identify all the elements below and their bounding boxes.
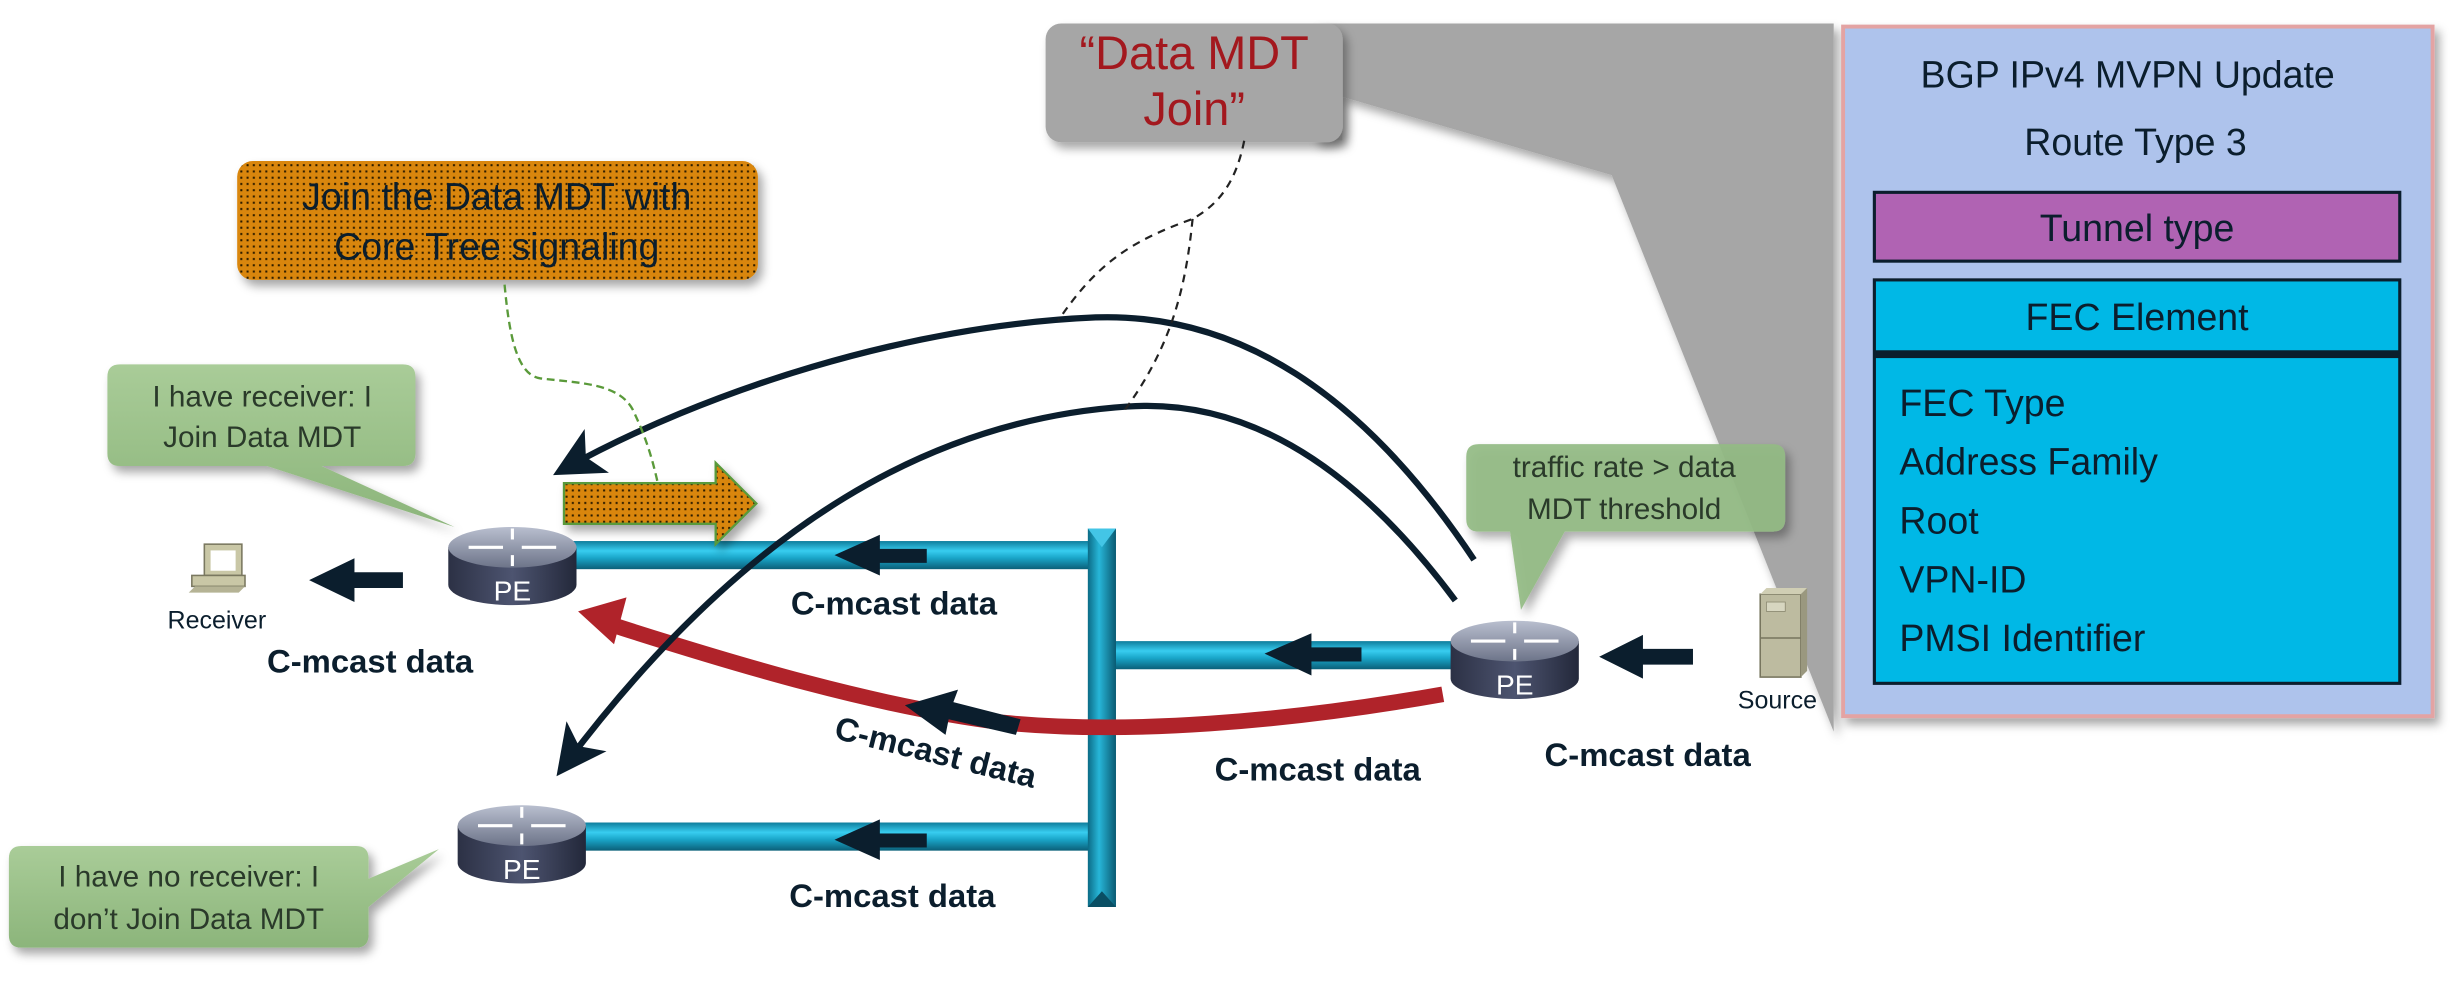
- fec-element-box: [1872, 278, 2402, 685]
- no-receiver-line2: don’t Join Data MDT: [53, 903, 324, 936]
- cmcast-label-top-pipe: C-mcast data: [791, 585, 998, 622]
- fec-item: VPN-ID: [1899, 558, 2026, 600]
- cmcast-label-receiver-side: C-mcast data: [267, 642, 474, 679]
- gray-callout-connector: [1314, 23, 1834, 732]
- red-data-mdt-arc: [611, 618, 1445, 736]
- router-arrows-icon: [1470, 622, 1559, 660]
- dashed-connector-data-mdt-2: [1122, 218, 1194, 412]
- pe-router-no-receiver[interactable]: PE: [457, 805, 586, 885]
- data-mdt-join-box: [1045, 23, 1343, 143]
- pipe-bottom: [563, 822, 1096, 851]
- fec-divider: [1874, 350, 2400, 359]
- fec-item: PMSI Identifier: [1899, 617, 2145, 659]
- pe-label: PE: [503, 854, 541, 885]
- flow-arrow-to-receiver: [309, 558, 403, 603]
- bgp-panel-subtitle: Route Type 3: [2024, 121, 2246, 163]
- pc-icon[interactable]: [188, 543, 246, 593]
- no-receiver-line1: I have no receiver: I: [58, 861, 319, 894]
- fec-item: FEC Type: [1899, 382, 2065, 424]
- cmcast-label-middle-pipe: C-mcast data: [1215, 750, 1422, 787]
- flow-arrow-middle-pipe: [1264, 633, 1362, 676]
- flow-arrow-red-arc: [904, 689, 1021, 735]
- cmcast-label-bottom-pipe: C-mcast data: [789, 877, 996, 914]
- dashed-connector-core-tree: [503, 284, 663, 498]
- cmcast-label-source-side: C-mcast data: [1545, 736, 1752, 773]
- server-icon[interactable]: [1759, 587, 1808, 678]
- have-receiver-callout: [107, 364, 455, 527]
- tunnel-type-label: Tunnel type: [2040, 207, 2235, 249]
- threshold-callout: [1466, 444, 1786, 610]
- orange-join-arrow: [562, 460, 758, 547]
- data-mdt-join-line2: Join”: [1143, 83, 1245, 135]
- have-receiver-line2: Join Data MDT: [163, 421, 361, 454]
- receiver-label: Receiver: [168, 607, 267, 635]
- router-arrows-icon: [477, 806, 566, 845]
- flow-arrow-bottom-pipe: [834, 819, 927, 861]
- bgp-panel-title: BGP IPv4 MVPN Update: [1921, 54, 2335, 96]
- fec-item: Root: [1899, 500, 1979, 542]
- no-receiver-callout: [8, 845, 439, 948]
- core-tree-callout-line2: Core Tree signaling: [334, 226, 659, 268]
- bgp-arc-to-no-receiver-pe: [556, 402, 1458, 777]
- pe-label: PE: [1496, 669, 1534, 700]
- pe-router-receiver[interactable]: PE: [448, 526, 577, 606]
- core-tree-callout: [237, 161, 758, 280]
- pipe-top: [556, 541, 1096, 570]
- data-mdt-join-line1: “Data MDT: [1079, 27, 1308, 79]
- threshold-line2: MDT threshold: [1527, 493, 1721, 526]
- pe-router-source[interactable]: PE: [1450, 620, 1579, 700]
- pe-label: PE: [494, 575, 532, 606]
- flow-arrow-from-source: [1599, 634, 1693, 679]
- fec-item: Address Family: [1899, 441, 2158, 483]
- core-tree-callout-line1: Join the Data MDT with: [302, 176, 691, 218]
- have-receiver-line1: I have receiver: I: [152, 381, 372, 414]
- fec-element-header: FEC Element: [2026, 296, 2250, 338]
- threshold-line1: traffic rate > data: [1513, 451, 1737, 484]
- red-arc-arrowhead: [578, 597, 627, 645]
- bgp-arc-to-receiver-pe: [553, 314, 1477, 562]
- tunnel-type-field: [1872, 190, 2402, 263]
- flow-arrow-top-pipe: [834, 534, 927, 576]
- source-label: Source: [1738, 686, 1817, 714]
- router-arrows-icon: [468, 528, 557, 567]
- pipe-vertical-backbone: [1087, 528, 1116, 907]
- dashed-connector-data-mdt: [1057, 140, 1246, 322]
